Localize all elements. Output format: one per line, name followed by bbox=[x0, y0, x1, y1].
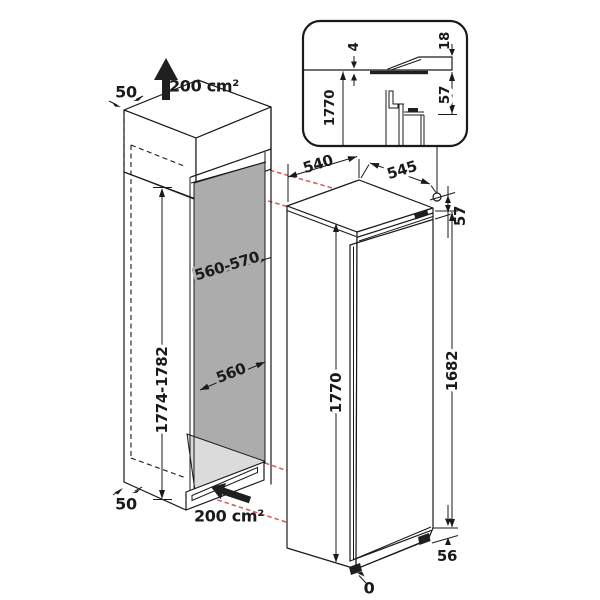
inset-niche-height-label: 1770 bbox=[322, 90, 338, 126]
door-height-label: 1682 bbox=[443, 351, 461, 392]
appliance-door bbox=[349, 218, 434, 562]
appliance-top-offset-label: 57 bbox=[451, 206, 469, 226]
appliance-front-face bbox=[355, 207, 434, 570]
vent-area-bottom-label: 200 cm² bbox=[194, 507, 264, 526]
bottom-vent-annotation: 200 cm² 50 bbox=[112, 483, 265, 526]
bottom-clearance-label: 50 bbox=[115, 495, 137, 514]
appliance-foot-right bbox=[418, 533, 431, 545]
depth-with-door-label: 545 bbox=[385, 157, 419, 183]
detail-inset: 1770 4 18 57 bbox=[301, 19, 469, 148]
inset-top-offset-label: 57 bbox=[437, 86, 453, 104]
top-clearance-label: 50 bbox=[115, 83, 137, 102]
door-hinge-slider bbox=[414, 209, 429, 220]
niche-plinth-opening bbox=[191, 466, 258, 502]
inset-top-gap-label: 4 bbox=[346, 42, 362, 51]
appliance-dimensions: 540 545 57 1770 1682 56 bbox=[287, 146, 473, 598]
floor-reference-label: 0 bbox=[364, 579, 375, 598]
top-vent-annotation: 200 cm² 50 bbox=[108, 58, 240, 107]
inset-gap-plate bbox=[370, 70, 428, 75]
inset-appliance-section bbox=[385, 90, 425, 145]
appliance-height-label: 1770 bbox=[327, 373, 345, 414]
inset-border bbox=[301, 19, 469, 148]
depth-without-door-label: 540 bbox=[301, 151, 335, 177]
bottom-offset-label: 56 bbox=[437, 547, 457, 565]
niche-cabinet bbox=[123, 79, 272, 511]
niche-height-label: 1774-1782 bbox=[153, 346, 171, 433]
appliance-foot-left bbox=[349, 563, 362, 575]
vent-in-arrow-icon bbox=[211, 483, 252, 504]
appliance bbox=[286, 179, 434, 575]
inset-worktop-edge-label: 18 bbox=[437, 32, 453, 50]
appliance-side-face bbox=[286, 205, 358, 570]
vent-up-arrow-icon bbox=[154, 58, 178, 100]
vent-area-top-label: 200 cm² bbox=[169, 77, 239, 96]
